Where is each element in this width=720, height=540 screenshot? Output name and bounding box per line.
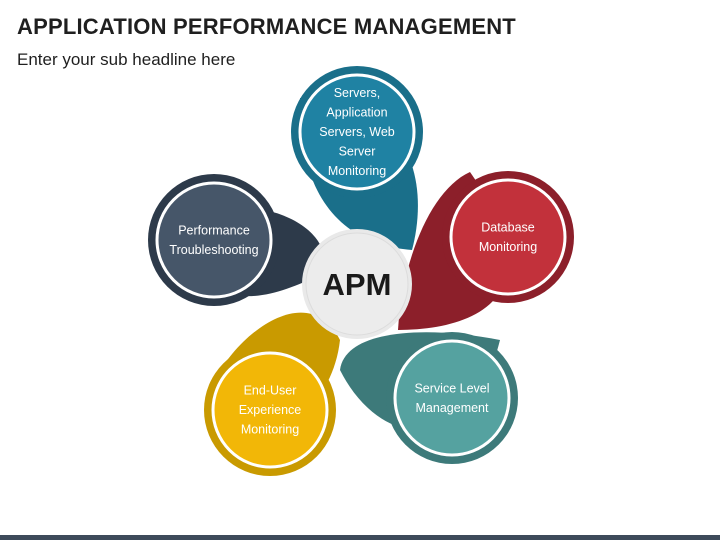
node-circle-service-level <box>393 339 511 457</box>
node-label-line: Database <box>481 220 535 234</box>
node-label-line: Servers, <box>334 86 381 100</box>
node-circle-end-user <box>211 351 329 469</box>
node-label-line: Monitoring <box>328 164 386 178</box>
node-circle-servers <box>298 73 416 191</box>
node-label-line: Servers, Web <box>319 125 395 139</box>
node-label-line: Service Level <box>414 381 489 395</box>
page-subtitle: Enter your sub headline here <box>17 50 236 69</box>
node-label-line: Troubleshooting <box>169 243 258 257</box>
node-label-line: Monitoring <box>479 240 537 254</box>
node-label-line: Experience <box>239 403 302 417</box>
node-label-line: Performance <box>178 223 250 237</box>
node-label-line: Application <box>326 106 387 120</box>
node-label-line: Management <box>416 401 489 415</box>
node-circle-database <box>449 178 567 296</box>
bottom-bar <box>0 535 720 540</box>
center-label: APM <box>323 267 392 302</box>
node-label-line: Monitoring <box>241 423 299 437</box>
node-label-line: End-User <box>244 384 297 398</box>
node-label-line: Server <box>339 145 376 159</box>
node-circle-performance <box>155 181 273 299</box>
page-title: APPLICATION PERFORMANCE MANAGEMENT <box>17 14 516 39</box>
